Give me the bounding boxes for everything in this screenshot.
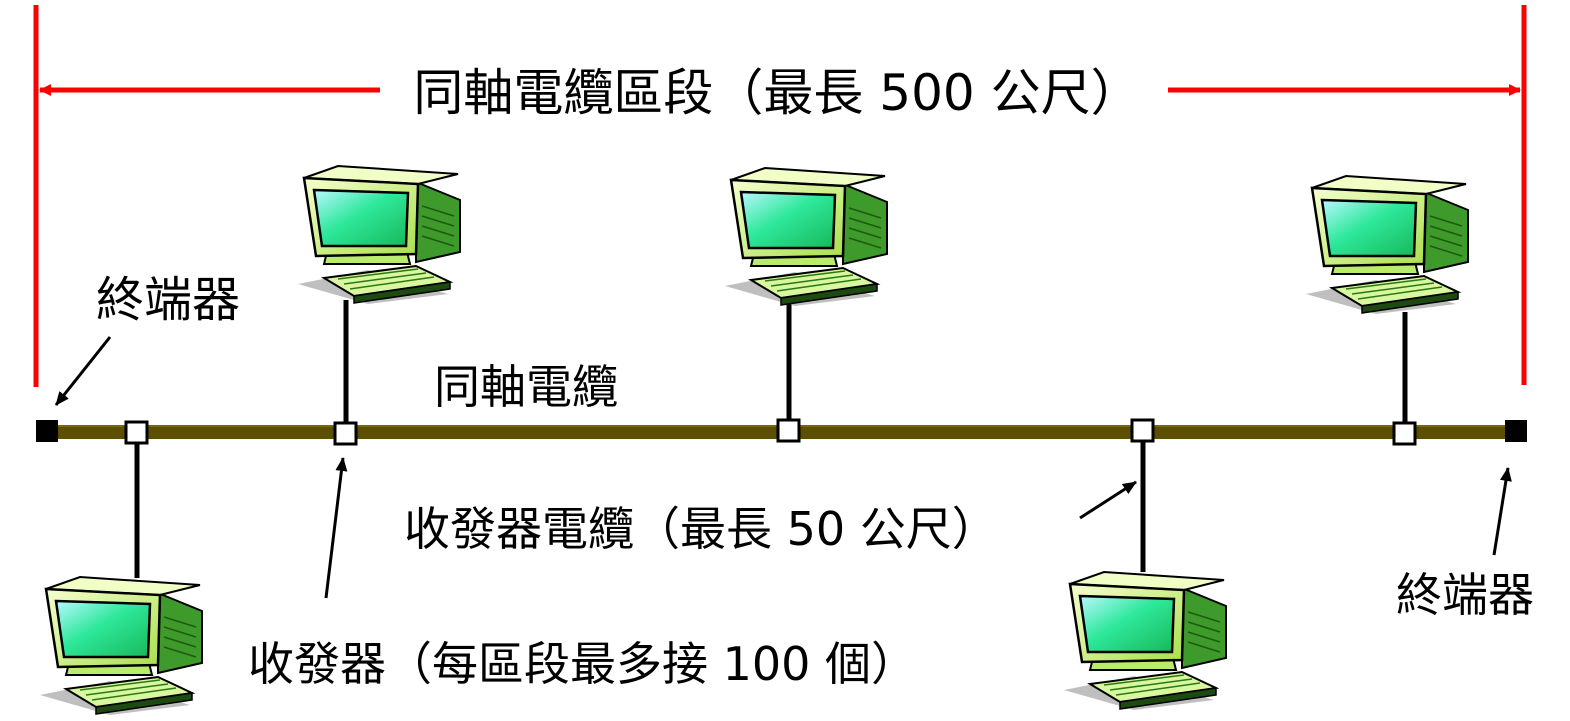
computer-icon bbox=[1304, 174, 1470, 316]
transceiver-icon bbox=[776, 418, 801, 443]
transceiver-cable-arrow bbox=[1079, 480, 1137, 520]
transceiver-icon bbox=[124, 420, 149, 445]
computer-icon bbox=[38, 575, 204, 717]
coax-label: 同軸電纜 bbox=[434, 360, 618, 414]
computer-icon bbox=[296, 164, 462, 306]
segment-title: 同軸電纜區段（最長 500 公尺） bbox=[413, 64, 1140, 122]
transceiver-icon bbox=[1130, 418, 1155, 443]
computer-icon bbox=[1062, 570, 1228, 712]
transceiver-icon bbox=[1392, 421, 1417, 446]
terminator-right-arrow bbox=[1492, 467, 1512, 556]
transceiver-arrow bbox=[324, 457, 348, 599]
terminator-icon bbox=[1505, 420, 1527, 442]
terminator-right-label: 終端器 bbox=[1396, 568, 1534, 622]
computer-icon bbox=[723, 166, 889, 308]
terminator-icon bbox=[36, 420, 58, 442]
terminator-left-arrow bbox=[54, 336, 112, 406]
transceiver-label: 收發器（每區段最多接 100 個） bbox=[248, 637, 917, 691]
terminator-left-label: 終端器 bbox=[96, 272, 240, 328]
transceiver-icon bbox=[333, 421, 358, 446]
transceiver-cable-label: 收發器電纜（最長 50 公尺） bbox=[404, 502, 998, 556]
